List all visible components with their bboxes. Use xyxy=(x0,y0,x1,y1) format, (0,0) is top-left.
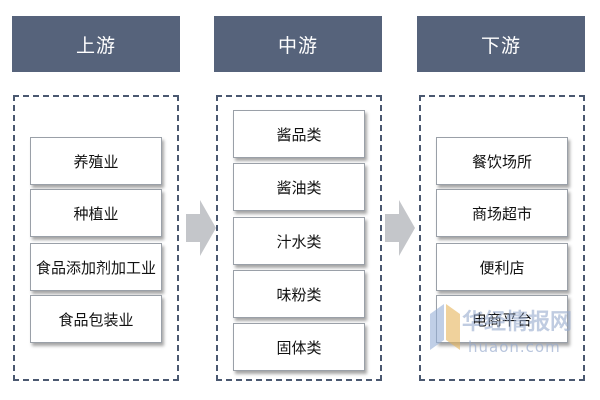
downstream-item: 餐饮场所 xyxy=(436,137,568,185)
downstream-header-label: 下游 xyxy=(480,34,521,57)
downstream-item: 便利店 xyxy=(436,243,568,291)
arrow-right-icon xyxy=(186,200,216,256)
downstream-item: 商场超市 xyxy=(436,189,568,237)
midstream-header-label: 中游 xyxy=(277,34,318,57)
downstream-box: 餐饮场所 商场超市 便利店 电商平台 xyxy=(419,95,585,381)
downstream-item: 电商平台 xyxy=(436,295,568,343)
upstream-item: 养殖业 xyxy=(30,137,162,185)
upstream-item: 种植业 xyxy=(30,189,162,237)
downstream-header: 下游 xyxy=(417,16,585,72)
upstream-header-label: 上游 xyxy=(75,34,116,57)
midstream-header: 中游 xyxy=(214,16,382,72)
midstream-item: 酱油类 xyxy=(233,163,365,211)
upstream-item: 食品包装业 xyxy=(30,295,162,343)
midstream-box: 酱品类 酱油类 汁水类 味粉类 固体类 xyxy=(216,95,382,381)
arrow-right-icon xyxy=(385,200,415,256)
midstream-item: 味粉类 xyxy=(233,270,365,318)
midstream-item: 固体类 xyxy=(233,323,365,371)
upstream-header: 上游 xyxy=(12,16,180,72)
midstream-item: 酱品类 xyxy=(233,110,365,158)
midstream-item: 汁水类 xyxy=(233,217,365,265)
upstream-item: 食品添加剂加工业 xyxy=(30,243,162,291)
upstream-box: 养殖业 种植业 食品添加剂加工业 食品包装业 xyxy=(13,95,179,381)
